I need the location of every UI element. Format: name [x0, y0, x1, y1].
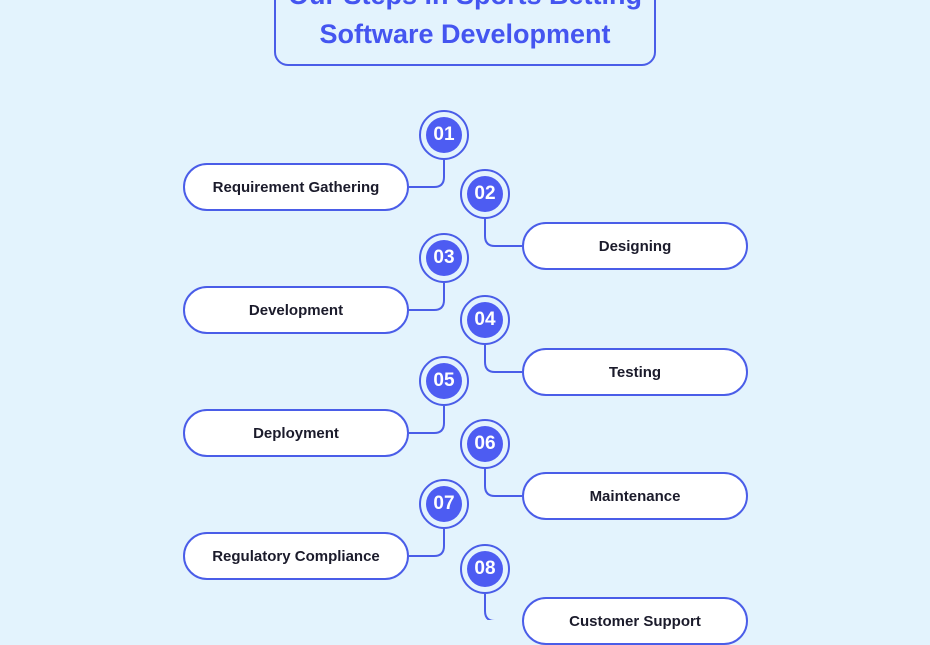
left-elbow-connector — [409, 406, 445, 434]
left-elbow-connector — [409, 283, 445, 311]
left-elbow-connector — [409, 529, 445, 557]
step-08-badge: 08 — [460, 544, 510, 594]
step-02-label: Designing — [522, 222, 748, 270]
title-line-2: Software Development — [319, 19, 611, 49]
step-03-label: Development — [183, 286, 409, 334]
step-01-label: Requirement Gathering — [183, 163, 409, 211]
step-07-badge: 07 — [419, 479, 469, 529]
step-03-badge: 03 — [419, 233, 469, 283]
step-07-label: Regulatory Compliance — [183, 532, 409, 580]
title-box: Our Steps in Sports Betting Software Dev… — [274, 0, 656, 66]
step-08-label: Customer Support — [522, 597, 748, 645]
step-07-number: 07 — [426, 486, 462, 522]
step-05-number: 05 — [426, 363, 462, 399]
step-02-badge: 02 — [460, 169, 510, 219]
step-01-badge: 01 — [419, 110, 469, 160]
step-06-number: 06 — [467, 426, 503, 462]
step-04-number: 04 — [467, 302, 503, 338]
connector-lines — [225, 125, 705, 620]
step-05-badge: 05 — [419, 356, 469, 406]
title-line-1: Our Steps in Sports Betting — [288, 0, 642, 15]
step-04-badge: 04 — [460, 295, 510, 345]
step-03-number: 03 — [426, 240, 462, 276]
step-02-number: 02 — [467, 176, 503, 212]
step-06-badge: 06 — [460, 419, 510, 469]
step-04-label: Testing — [522, 348, 748, 396]
left-elbow-connector — [409, 160, 445, 188]
step-08-number: 08 — [467, 551, 503, 587]
right-elbow-connector — [484, 594, 522, 620]
step-06-label: Maintenance — [522, 472, 748, 520]
right-elbow-connector — [484, 219, 522, 247]
step-01-number: 01 — [426, 117, 462, 153]
right-elbow-connector — [484, 469, 522, 497]
right-elbow-connector — [484, 345, 522, 373]
step-05-label: Deployment — [183, 409, 409, 457]
